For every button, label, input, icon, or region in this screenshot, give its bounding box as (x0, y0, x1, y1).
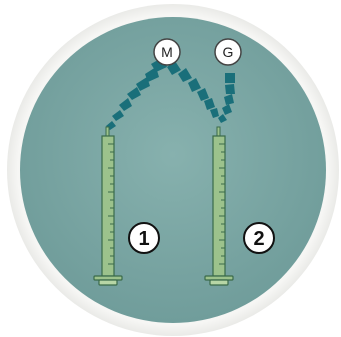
label-g-text: G (223, 44, 234, 60)
syringe-2-number: 2 (253, 228, 264, 250)
syringe-icon (93, 126, 123, 286)
syringe-1-badge: 1 (128, 222, 160, 254)
label-m-text: M (161, 44, 173, 60)
syringe-icon (204, 126, 234, 286)
label-m: M (153, 38, 181, 66)
syringe-1-number: 1 (138, 228, 149, 250)
syringe-2-badge: 2 (243, 222, 275, 254)
label-g: G (214, 38, 242, 66)
spray-burst-icon (218, 73, 235, 123)
